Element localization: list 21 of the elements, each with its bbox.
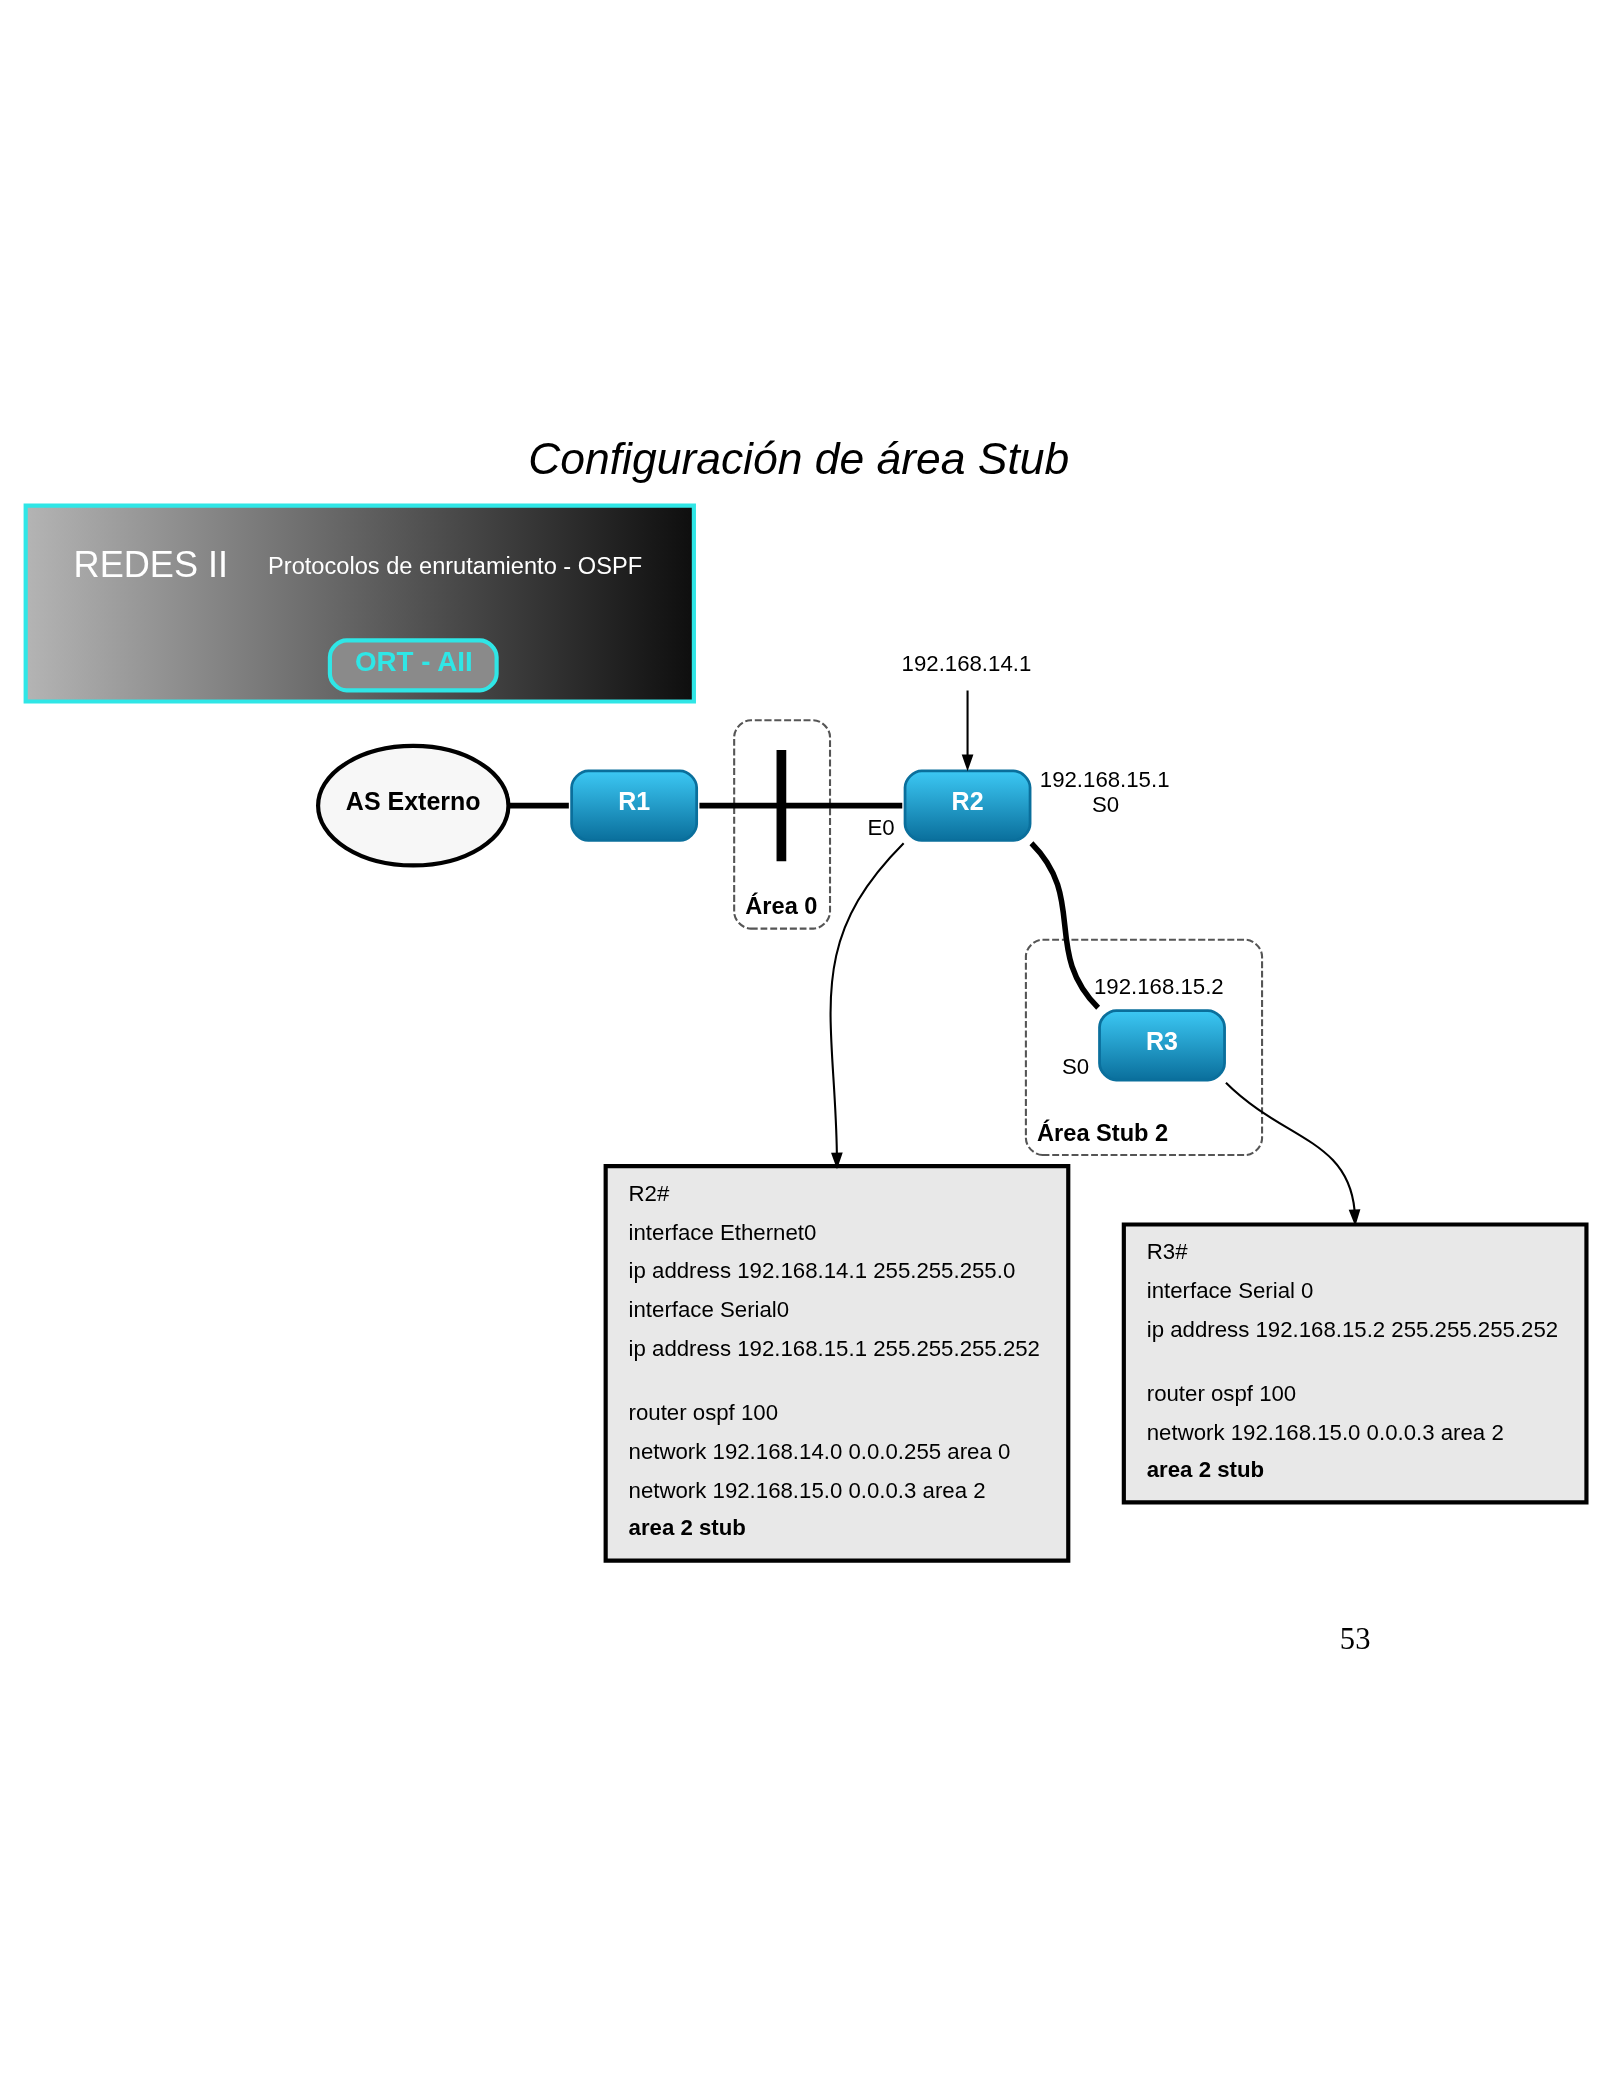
arrow xyxy=(961,690,973,771)
cluster: Área 0 xyxy=(732,718,831,930)
node-box: R3# interface Serial 0 ip address 192.168.15.2 255.255.255.252 router ospf 100 network 192.168.15.0 0.0.0.3 area 2 area 2 stub xyxy=(1121,1221,1589,1504)
arrow xyxy=(1224,1081,1360,1226)
node-label: 192.168.15.1 xyxy=(1039,766,1170,792)
node-label: 192.168.15.2 xyxy=(1093,973,1224,999)
diagram-title: Configuración de área Stub xyxy=(527,433,1069,483)
node-box: R2# interface Ethernet0 ip address 192.168.14.1 255.255.255.0 interface Serial0 ip address 192.168.15.1 255.255.255.252 router ospf 100 network 192.168.14.0 0.0.0.255 area 0 network 192.168.15.0 0.0.0.3 area 2 area 2 stub xyxy=(603,1163,1070,1563)
label: 53 xyxy=(1339,1621,1370,1656)
node-label: S0 xyxy=(1061,1053,1089,1079)
connector xyxy=(507,802,569,808)
node-text: 192.168.14.1 xyxy=(901,650,1031,676)
node-ellipse: AS Externo xyxy=(315,743,510,867)
arrow xyxy=(829,841,904,1169)
node-box: ORT - AII xyxy=(327,637,499,692)
node-bar xyxy=(776,749,786,861)
node-label: E0 xyxy=(867,814,895,840)
connector xyxy=(1028,840,1100,1010)
connector xyxy=(785,802,902,808)
node-label: S0 xyxy=(1091,791,1119,817)
connector xyxy=(698,802,777,808)
